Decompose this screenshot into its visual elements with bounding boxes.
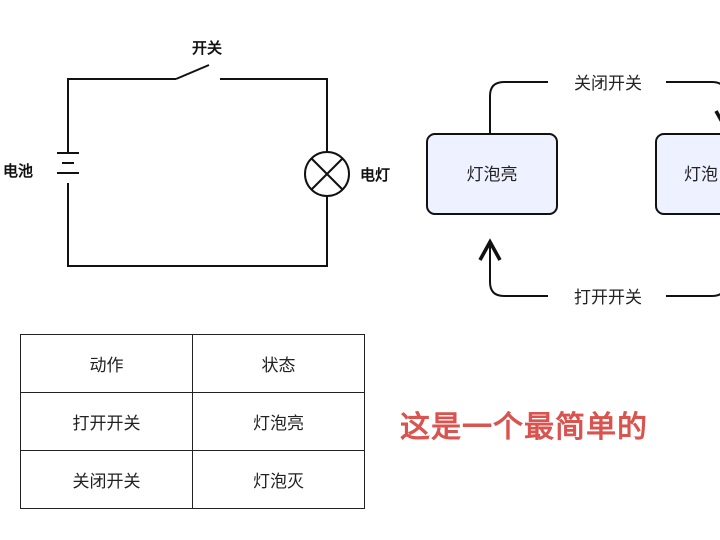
table-header-row: 动作 状态 xyxy=(20,334,365,393)
wire-top-left xyxy=(67,78,176,153)
state-light-on xyxy=(426,133,558,215)
table-cell: 灯泡亮 xyxy=(192,392,365,451)
loop-bottom-left-arrow xyxy=(478,238,548,297)
state-diagram: 关闭开关 打开开关 灯泡亮 灯泡 xyxy=(426,74,720,308)
switch-label: 开关 xyxy=(192,39,222,57)
loop-top-right-arrow xyxy=(666,81,720,133)
table-cell: 关闭开关 xyxy=(20,450,193,509)
loop-top-left xyxy=(489,81,548,134)
truth-table: 动作 状态 打开开关 灯泡亮 关闭开关 灯泡灭 xyxy=(20,334,365,509)
table-cell: 灯泡灭 xyxy=(192,450,365,509)
circuit-diagram: 开关 电池 电灯 xyxy=(3,39,390,267)
state-light-off-label: 灯泡 xyxy=(684,165,718,185)
lamp-symbol xyxy=(304,151,350,197)
table-header-cell: 动作 xyxy=(20,334,193,393)
state-light-on-label: 灯泡亮 xyxy=(467,165,518,185)
slogan-text: 这是一个最简单的 xyxy=(400,410,648,445)
table-cell: 打开开关 xyxy=(20,392,193,451)
edge-label-open-switch: 打开开关 xyxy=(574,288,642,308)
wire-bottom xyxy=(67,183,328,267)
lamp-label: 电灯 xyxy=(360,166,390,184)
battery-symbol xyxy=(57,152,79,174)
loop-bottom-right xyxy=(666,293,720,297)
state-light-off xyxy=(655,133,720,215)
table-header-cell: 状态 xyxy=(192,334,365,393)
edge-label-close-switch: 关闭开关 xyxy=(574,74,642,94)
table-row: 打开开关 灯泡亮 xyxy=(20,392,365,451)
table-row: 关闭开关 灯泡灭 xyxy=(20,450,365,509)
wire-top-right xyxy=(220,78,328,151)
switch-lever xyxy=(175,64,210,80)
battery-label: 电池 xyxy=(3,162,33,180)
